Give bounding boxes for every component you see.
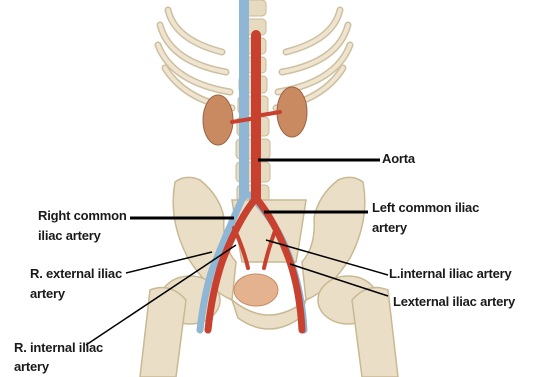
label-left-common-iliac: Left common iliac artery — [372, 200, 479, 236]
label-r-external-line1: R. external iliac — [30, 266, 122, 282]
label-l-internal-text: L.internal iliac artery — [389, 266, 512, 282]
label-aorta-text: Aorta — [382, 151, 415, 167]
label-left-common-line1: Left common iliac — [372, 200, 479, 216]
label-r-internal-iliac: R. internal iliac artery — [14, 340, 103, 375]
label-r-external-iliac: R. external iliac artery — [30, 266, 122, 302]
label-l-external-text: Lexternal iliac artery — [393, 294, 515, 310]
label-right-common-iliac: Right common iliac artery — [38, 208, 127, 244]
label-l-internal-iliac: L.internal iliac artery — [389, 266, 512, 282]
label-l-external-iliac: Lexternal iliac artery — [393, 294, 515, 310]
label-left-common-line2: artery — [372, 220, 479, 236]
label-right-common-line1: Right common — [38, 208, 127, 224]
label-r-internal-line2: artery — [14, 359, 103, 375]
bladder — [234, 274, 278, 306]
label-right-common-line2: iliac artery — [38, 228, 127, 244]
label-aorta: Aorta — [382, 151, 415, 167]
label-r-internal-line1: R. internal iliac — [14, 340, 103, 356]
label-r-external-line2: artery — [30, 286, 122, 302]
